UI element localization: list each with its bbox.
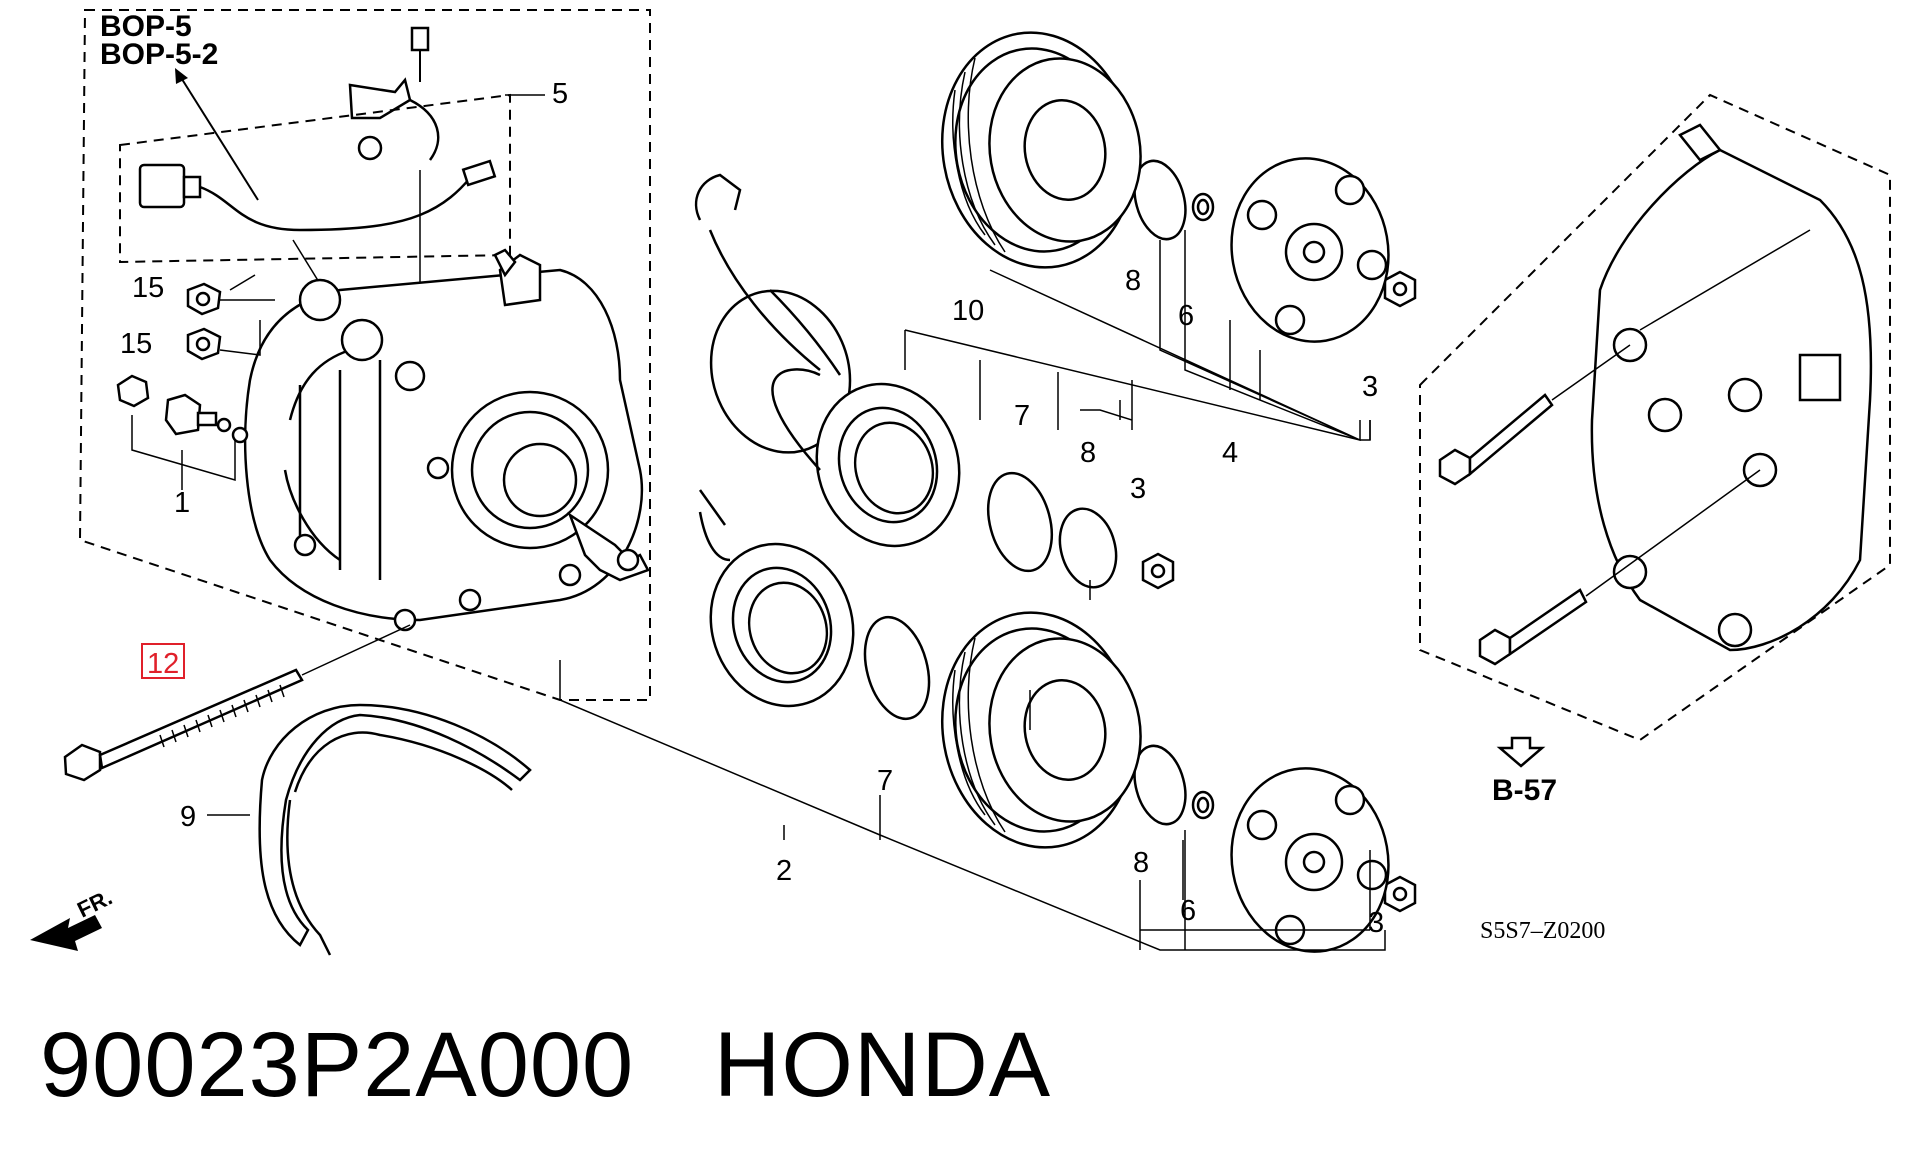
mounting-bracket-part <box>1590 123 1873 652</box>
field-coil-upper-back <box>771 368 821 471</box>
snap-rings <box>863 159 1187 826</box>
callout-3a[interactable]: 3 <box>1130 473 1146 505</box>
washers-and-nuts <box>1141 192 1417 913</box>
ref-bop52[interactable]: BOP-5-2 <box>100 38 218 71</box>
callout-15a[interactable]: 15 <box>132 272 164 304</box>
part-caption: 90023P2A000 HONDA <box>40 1010 1051 1120</box>
drive-belt-part <box>258 703 532 956</box>
callout-12-highlight <box>141 643 185 679</box>
wiring-harness-part <box>138 26 497 232</box>
front-marker: FR. <box>73 884 116 922</box>
field-coil-lower-part <box>698 489 855 708</box>
bracket-group-outline <box>1419 93 1891 742</box>
ref-bop5[interactable]: BOP-5 <box>100 10 192 43</box>
callout-4[interactable]: 4 <box>1222 437 1238 469</box>
compressor-body-part <box>243 248 650 632</box>
callout-8c[interactable]: 8 <box>1133 847 1149 879</box>
ref-bop-arrowhead <box>175 68 188 84</box>
callout-9[interactable]: 9 <box>180 801 196 833</box>
bracket-bolts <box>1438 393 1588 666</box>
callout-15b[interactable]: 15 <box>120 328 152 360</box>
compressor-group-outline <box>78 9 651 701</box>
callout-8a[interactable]: 8 <box>1080 437 1096 469</box>
callout-12[interactable]: 12 <box>147 648 179 680</box>
callout-3b[interactable]: 3 <box>1362 371 1378 403</box>
diagram-code: S5S7–Z0200 <box>1480 918 1605 944</box>
pulley-lower-part <box>940 611 1142 849</box>
callout-1[interactable]: 1 <box>174 487 190 519</box>
ref-bop-arrow <box>179 75 259 201</box>
leader-lines <box>207 94 1386 951</box>
callout-3c[interactable]: 3 <box>1368 907 1384 939</box>
clutch-plate-lower-part <box>1230 767 1390 953</box>
pulley-upper-part <box>940 31 1142 269</box>
clutch-plate-upper-part <box>1230 157 1390 343</box>
front-arrow-icon <box>30 915 102 951</box>
callout-8b[interactable]: 8 <box>1125 265 1141 297</box>
long-bolt-part <box>63 668 304 782</box>
caption-gap <box>634 1014 714 1116</box>
callout-7a[interactable]: 7 <box>1014 400 1030 432</box>
callout-6a[interactable]: 6 <box>1178 300 1194 332</box>
callout-2[interactable]: 2 <box>776 855 792 887</box>
brand-name: HONDA <box>713 1014 1052 1116</box>
down-arrow-icon <box>1496 736 1546 768</box>
part-number: 90023P2A000 <box>40 1014 635 1116</box>
callout-6b[interactable]: 6 <box>1180 895 1196 927</box>
field-coil-upper-part <box>694 173 961 548</box>
callout-5[interactable]: 5 <box>552 78 568 110</box>
callout-10[interactable]: 10 <box>952 295 984 327</box>
small-fittings <box>116 282 249 444</box>
ref-b57[interactable]: B-57 <box>1492 774 1557 807</box>
callout-7b[interactable]: 7 <box>877 765 893 797</box>
